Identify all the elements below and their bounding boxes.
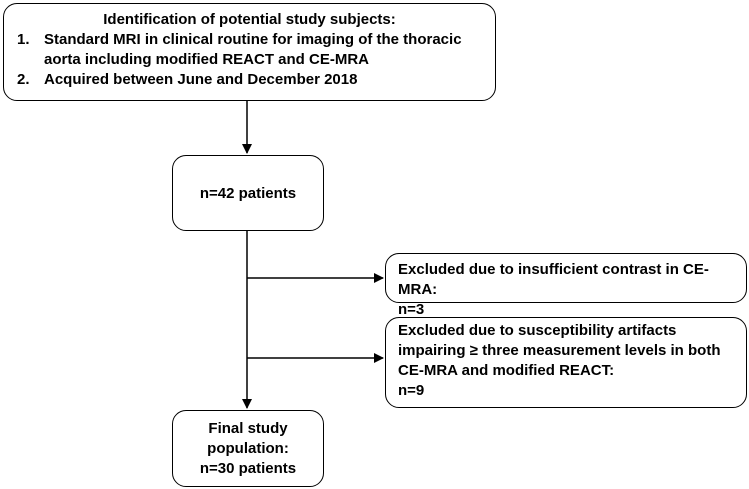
excluded-contrast-reason: Excluded due to insufficient contrast in… <box>398 261 709 298</box>
criteria-text: Standard MRI in clinical routine for ima… <box>44 31 462 68</box>
excluded-artifacts-reason-line3: CE-MRA and modified REACT: <box>398 362 615 379</box>
criteria-number: 1. <box>17 31 30 48</box>
final-label-line2: population: <box>207 439 289 457</box>
patients-box: n=42 patients <box>172 155 324 231</box>
identification-box: Identification of potential study subjec… <box>3 3 496 101</box>
identification-criteria-list: 1. Standard MRI in clinical routine for … <box>14 30 485 90</box>
final-population-box: Final study population: n=30 patients <box>172 410 324 487</box>
criteria-text: Acquired between June and December 2018 <box>44 71 358 88</box>
criteria-item: 1. Standard MRI in clinical routine for … <box>14 30 485 70</box>
excluded-artifacts-reason-line2: impairing ≥ three measurement levels in … <box>398 342 721 359</box>
criteria-item: 2. Acquired between June and December 20… <box>14 70 485 90</box>
excluded-contrast-count: n=3 <box>398 301 425 318</box>
excluded-contrast-box: Excluded due to insufficient contrast in… <box>385 253 747 318</box>
excluded-artifacts-box: Excluded due to susceptibility artifacts… <box>385 317 747 408</box>
patients-count: n=42 patients <box>199 184 297 202</box>
identification-heading: Identification of potential study subjec… <box>103 11 396 28</box>
final-count: n=30 patients <box>199 459 297 477</box>
final-label-line1: Final study <box>208 419 288 437</box>
excluded-artifacts-count: n=9 <box>398 382 425 399</box>
excluded-artifacts-reason-line1: Excluded due to susceptibility artifacts <box>398 322 677 339</box>
criteria-number: 2. <box>17 71 30 88</box>
